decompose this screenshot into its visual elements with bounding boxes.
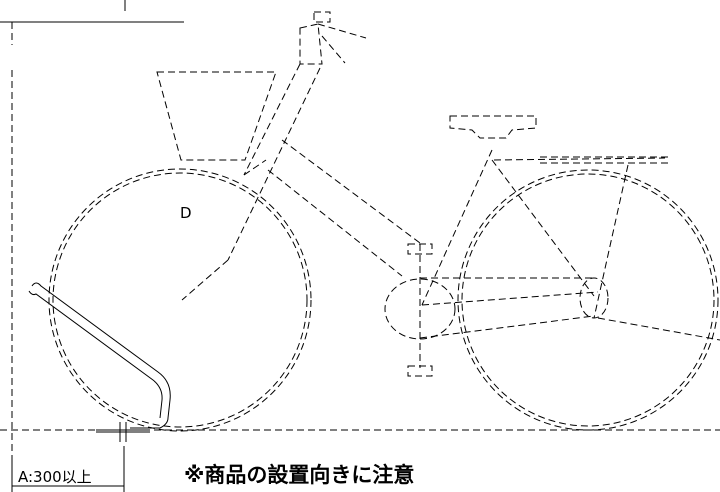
basket	[156, 71, 277, 161]
front-fork	[181, 63, 321, 301]
handlebar	[299, 11, 367, 65]
rear-wheel	[457, 169, 719, 431]
clearance-label: A:300以上	[18, 468, 92, 486]
orientation-notice: ※商品の設置向きに注意	[184, 463, 414, 487]
bike-frame	[267, 139, 720, 368]
front-wheel	[48, 168, 312, 432]
frame-corner-top-left	[0, 0, 184, 45]
saddle	[449, 115, 537, 139]
clearance-dimension: A:300以上	[11, 446, 125, 492]
bicycle-stand	[28, 282, 171, 442]
tire-label: D	[180, 204, 192, 222]
pedals	[407, 243, 433, 377]
drivetrain	[384, 277, 609, 340]
